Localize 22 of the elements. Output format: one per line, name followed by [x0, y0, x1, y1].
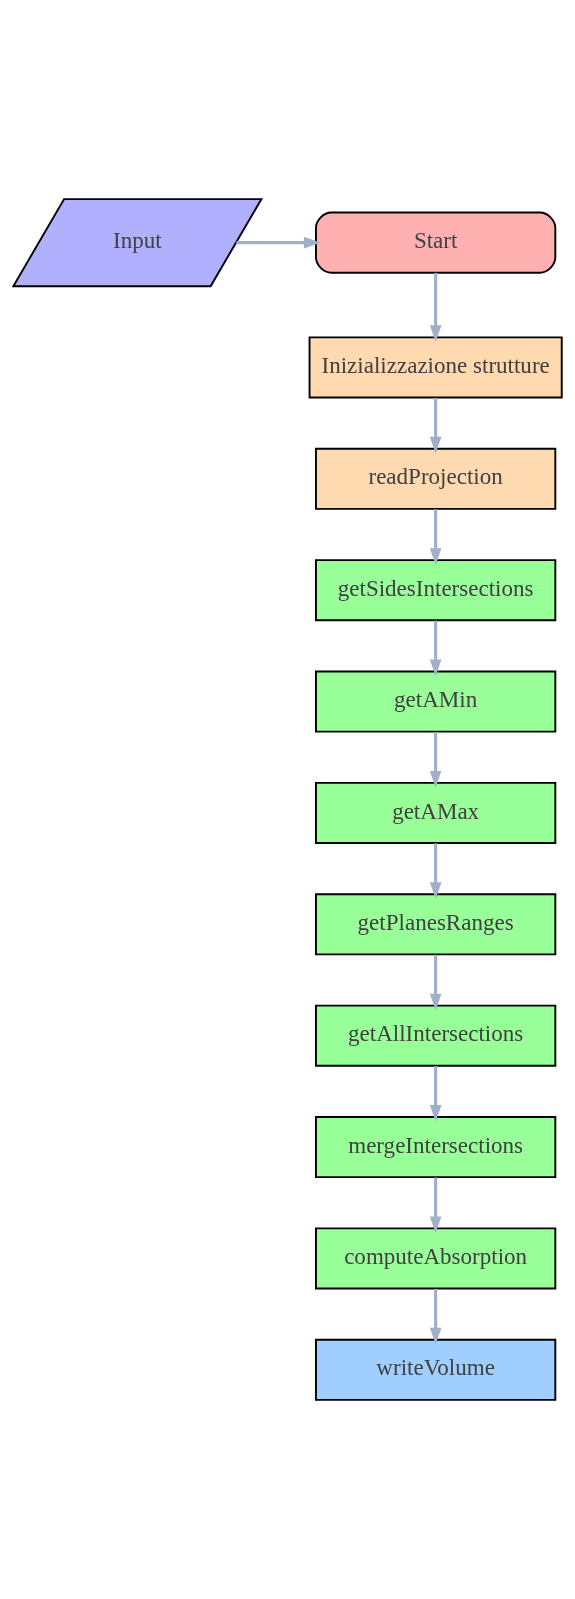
node-box: computeAbsorption — [315, 1227, 557, 1290]
arrow — [429, 843, 442, 899]
arrow — [429, 732, 442, 788]
node-box: getAllIntersections — [315, 1004, 557, 1067]
arrow — [429, 954, 442, 1011]
node-box: readProjection — [315, 447, 557, 510]
node-box: getAMax — [315, 781, 557, 844]
arrow — [236, 236, 321, 249]
node-box: getPlanesRanges — [315, 893, 557, 956]
arrow — [429, 620, 442, 677]
arrow — [429, 272, 442, 342]
node-box: Inizializzazione strutture — [308, 336, 563, 399]
node-box: mergeIntersections — [315, 1116, 557, 1179]
arrow — [429, 1177, 442, 1234]
node-box: Start — [315, 211, 557, 274]
arrow — [429, 397, 442, 454]
arrow — [429, 509, 442, 565]
arrow — [429, 1288, 442, 1345]
node-box: writeVolume — [315, 1338, 557, 1401]
node-box: getSidesIntersections — [315, 559, 557, 622]
node-box: getAMin — [315, 670, 557, 733]
arrow — [429, 1066, 442, 1122]
